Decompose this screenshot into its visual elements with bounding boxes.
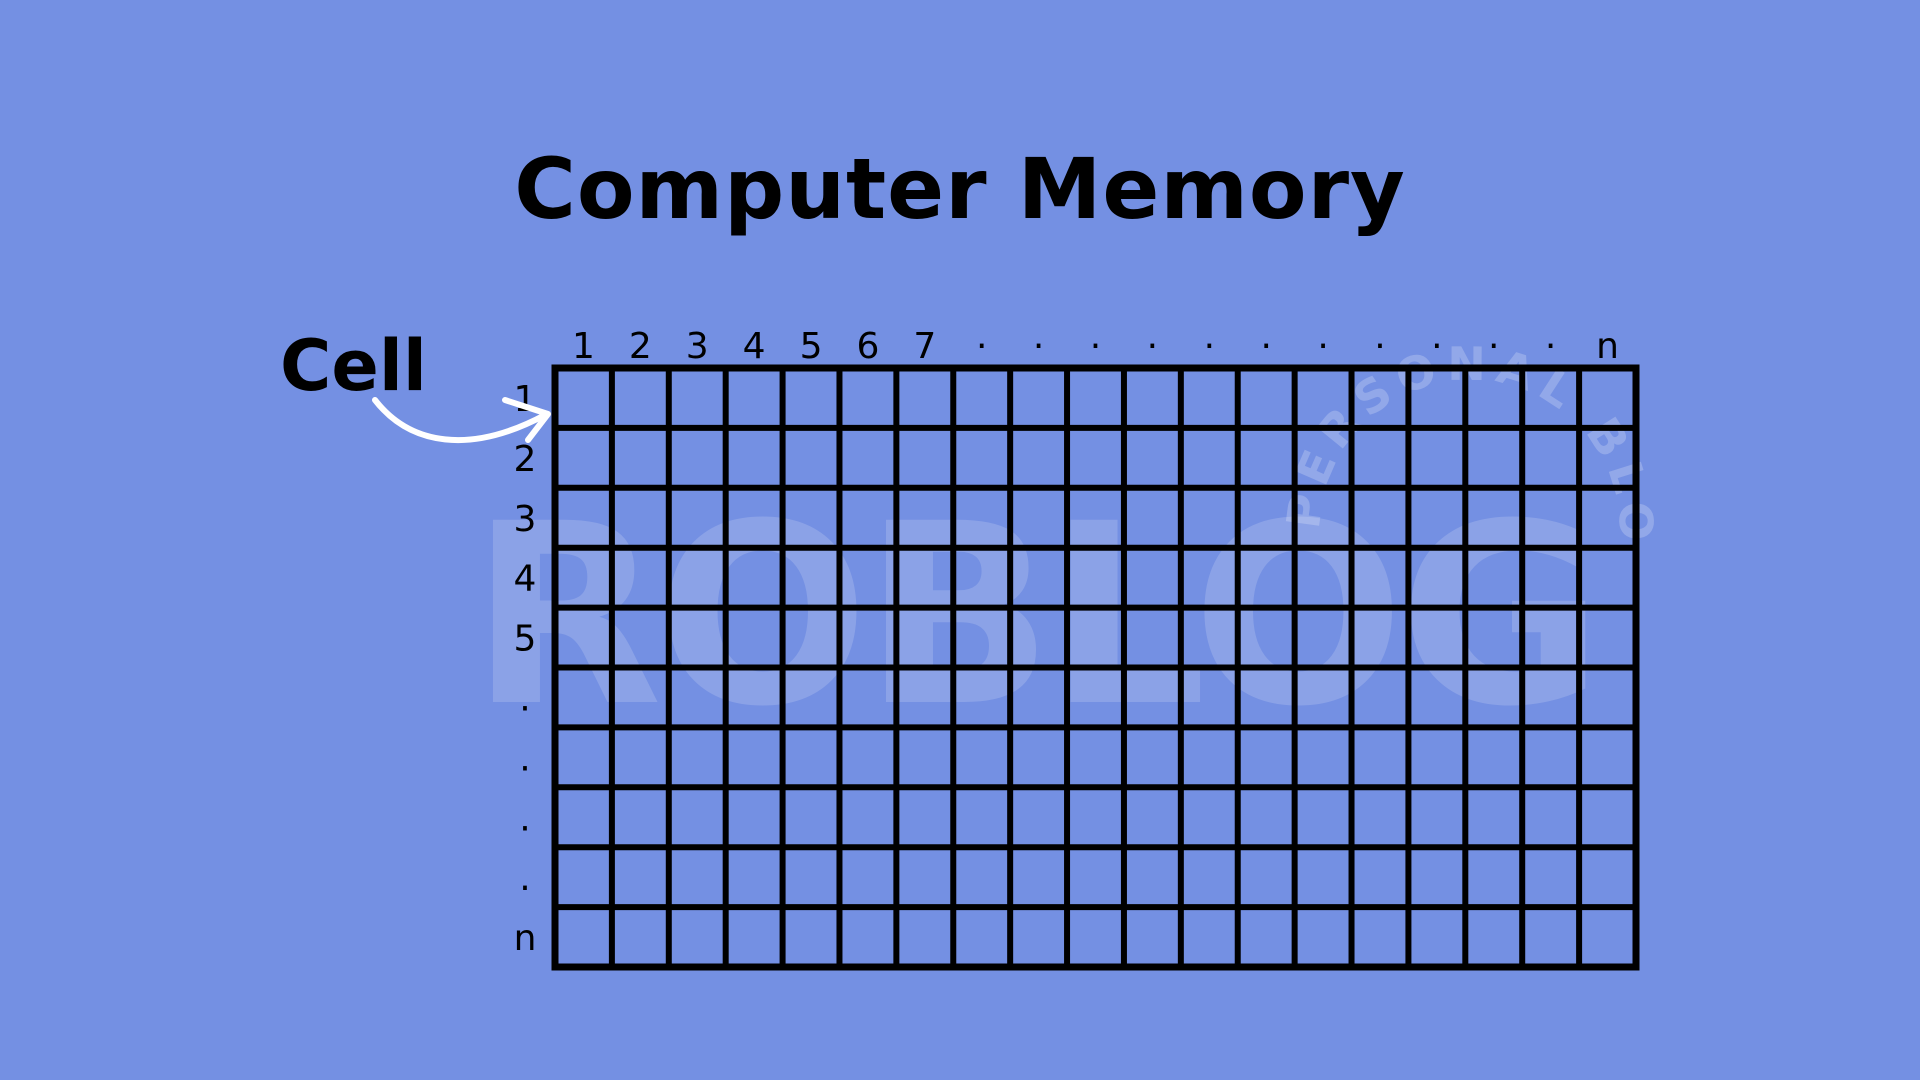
column-label: · xyxy=(1090,326,1101,367)
column-label: 5 xyxy=(800,326,823,367)
column-label: 4 xyxy=(743,326,766,367)
row-labels: 1 2 3 4 5.... n xyxy=(514,379,537,959)
row-label: 2 xyxy=(514,439,537,480)
row-label: 1 xyxy=(514,379,537,420)
row-label: n xyxy=(514,918,537,959)
column-label: · xyxy=(1431,326,1442,367)
column-label: n xyxy=(1596,326,1619,367)
column-label: · xyxy=(1317,326,1328,367)
row-label: 3 xyxy=(514,499,537,540)
memory-grid xyxy=(551,364,1640,971)
column-label: · xyxy=(1204,326,1215,367)
column-label: · xyxy=(1147,326,1158,367)
page-title: Computer Memory xyxy=(514,140,1406,238)
column-label: 2 xyxy=(629,326,652,367)
column-label: · xyxy=(1260,326,1271,367)
column-label: 6 xyxy=(856,326,879,367)
column-label: · xyxy=(1033,326,1044,367)
column-label: · xyxy=(1488,326,1499,367)
row-label: 4 xyxy=(514,559,537,600)
column-label: · xyxy=(1374,326,1385,367)
row-label: . xyxy=(519,738,530,779)
column-label: 3 xyxy=(686,326,709,367)
row-label: . xyxy=(519,858,530,899)
cell-pointer-arrow xyxy=(372,397,548,443)
cell-label: Cell xyxy=(280,325,427,407)
watermark-logo: ROBLOG xyxy=(470,470,1604,761)
row-label: . xyxy=(519,678,530,719)
column-label: 1 xyxy=(572,326,595,367)
column-label: · xyxy=(1545,326,1556,367)
column-label: 7 xyxy=(913,326,936,367)
column-label: · xyxy=(976,326,987,367)
arrow-head-icon xyxy=(502,397,551,443)
row-label: . xyxy=(519,798,530,839)
row-label: 5 xyxy=(514,619,537,660)
